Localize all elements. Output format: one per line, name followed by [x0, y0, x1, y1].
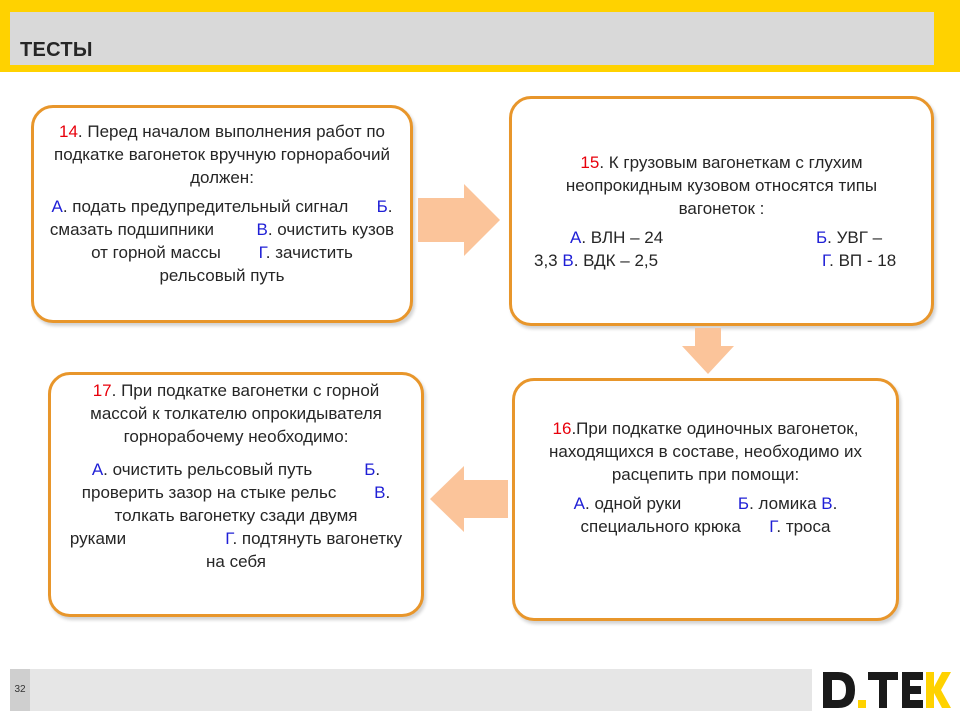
- option-letter-a: А: [91, 460, 104, 479]
- question-number: 15: [580, 153, 600, 172]
- option-letter-v: В: [256, 220, 268, 239]
- page-number-panel: [10, 669, 30, 711]
- question-15-box: 15. К грузовым вагонеткам с глухим неопр…: [509, 96, 934, 326]
- question-number: 16: [552, 419, 572, 438]
- question-15-options: А. ВЛН – 24 Б. УВГ – 3,3 В. ВДК – 2,5 Г.…: [526, 226, 917, 272]
- option-v-text: . ВДК – 2,5: [573, 251, 659, 270]
- question-14-box: 14. Перед началом выполнения работ по по…: [31, 105, 413, 323]
- option-b-text: . смазать подшипники: [49, 197, 393, 239]
- option-letter-g: Г: [225, 529, 233, 548]
- option-g-text: . ВП - 18: [829, 251, 897, 270]
- option-b-text: . ломика: [749, 494, 817, 513]
- option-letter-v: В: [562, 251, 574, 270]
- option-a-text: . одной руки: [585, 494, 682, 513]
- option-letter-g: Г: [822, 251, 830, 270]
- option-a: А. ВЛН – 24: [570, 226, 663, 249]
- question-17-text: 17. При подкатке вагонетки с горной масс…: [69, 379, 403, 448]
- option-letter-a: А: [570, 228, 582, 247]
- arrow-right-icon: [418, 184, 500, 256]
- option-letter-b: Б: [376, 197, 388, 216]
- option-g-text: . троса: [776, 517, 831, 536]
- option-v: 3,3 В. ВДК – 2,5: [534, 249, 658, 272]
- question-16-box: 16.При подкатке одиночных вагонеток, нах…: [512, 378, 899, 621]
- option-letter-g: Г: [769, 517, 777, 536]
- option-g-text: . зачистить рельсовый путь: [159, 243, 353, 285]
- option-b-text: . проверить зазор на стыке рельс: [81, 460, 381, 502]
- question-14-text: 14. Перед началом выполнения работ по по…: [48, 120, 396, 189]
- question-14-options: А. подать предупредительный сигнал Б. см…: [48, 195, 396, 287]
- dtek-logo: [823, 672, 951, 708]
- option-v-text: . специального крюка: [580, 494, 838, 536]
- option-b: Б. УВГ –: [816, 226, 882, 249]
- question-body: . При подкатке вагонетки с горной массой…: [90, 381, 382, 446]
- option-b-text: . УВГ –: [827, 228, 883, 247]
- option-letter-b: Б: [737, 494, 750, 513]
- option-letter-a: А: [573, 494, 585, 513]
- option-a-text: . ВЛН – 24: [581, 228, 664, 247]
- question-16-text: 16.При подкатке одиночных вагонеток, нах…: [539, 417, 872, 486]
- option-letter-v: В: [821, 494, 833, 513]
- option-letter-v: В: [374, 483, 386, 502]
- question-number: 14: [59, 122, 78, 141]
- arrow-left-icon: [430, 466, 508, 532]
- option-a-text: . очистить рельсовый путь: [103, 460, 313, 479]
- option-b-text-cont: 3,3: [534, 251, 558, 270]
- question-16-options: А. одной руки Б. ломика В. специального …: [539, 492, 872, 538]
- option-letter-a: А: [51, 197, 63, 216]
- option-a-text: . подать предупредительный сигнал: [62, 197, 349, 216]
- question-15-text: 15. К грузовым вагонеткам с глухим неопр…: [526, 151, 917, 220]
- question-17-box: 17. При подкатке вагонетки с горной масс…: [48, 372, 424, 617]
- option-v-text: . толкать вагонетку сзади двумя руками: [69, 483, 391, 548]
- option-letter-g: Г: [258, 243, 266, 262]
- question-body: . Перед началом выполнения работ по подк…: [54, 122, 390, 187]
- header-panel: ТЕСТЫ: [10, 12, 934, 65]
- option-letter-b: Б: [816, 228, 828, 247]
- question-number: 17: [92, 381, 112, 400]
- page-title: ТЕСТЫ: [20, 39, 93, 61]
- option-v-text: . очистить кузов от горной массы: [91, 220, 395, 262]
- question-body: . К грузовым вагонеткам с глухим неопрок…: [565, 153, 878, 218]
- option-letter-b: Б: [364, 460, 376, 479]
- arrow-down-icon: [682, 328, 734, 374]
- option-g-text: . подтянуть вагонетку на себя: [206, 529, 403, 571]
- question-17-options: А. очистить рельсовый путь Б. проверить …: [69, 458, 403, 573]
- page-number: 32: [14, 684, 26, 695]
- footer-bar: [10, 669, 812, 711]
- option-g: Г. ВП - 18: [822, 249, 896, 272]
- question-body: .При подкатке одиночных вагонеток, наход…: [549, 419, 862, 484]
